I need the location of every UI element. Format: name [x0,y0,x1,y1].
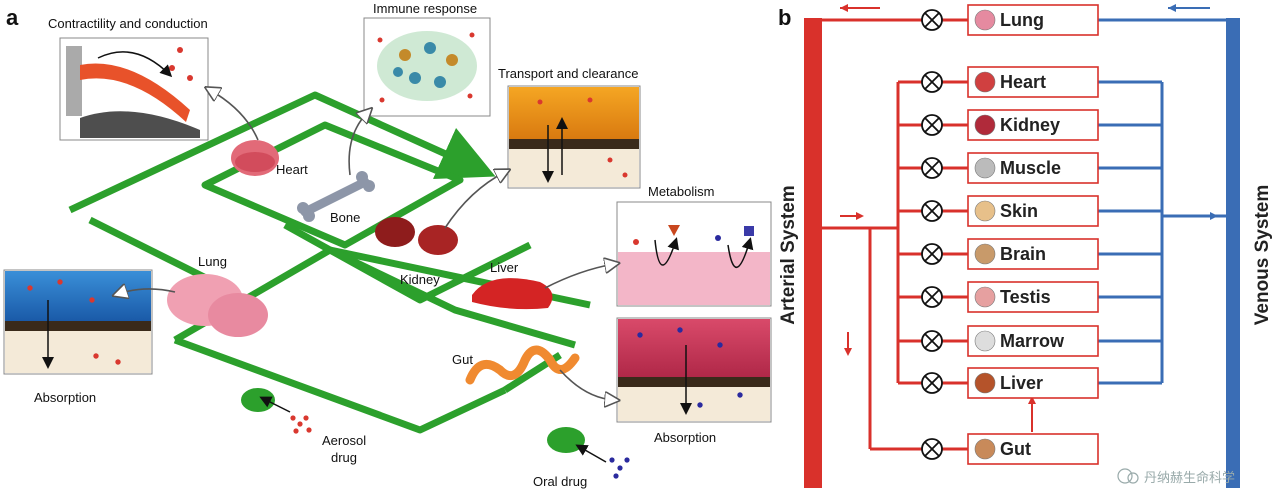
top-arrows [840,4,1210,12]
valve-icon [921,372,943,394]
arterial-trunk [804,18,822,488]
marrow-icon [974,330,996,352]
organ-label-skin: Skin [1000,201,1038,221]
organ-label-heart: Heart [1000,72,1046,92]
gut-organ [465,345,580,385]
immune-label: Immune response [373,1,477,16]
valve-icon [921,9,943,31]
organ-row-testis: Testis [898,281,1162,313]
liver-organ [472,278,553,310]
venous-right-arrow [1178,212,1218,220]
valve-icon [921,157,943,179]
absorption-left-label: Absorption [34,390,96,405]
watermark-text: 丹纳赫生命科学 [1144,470,1235,486]
valve-icon [921,243,943,265]
arterial-right-arrow [840,212,864,220]
absorption-left-inset [3,269,153,375]
contractility-label: Contractility and conduction [48,16,208,31]
panel-b-diagram [804,4,1240,488]
metabolism-label: Metabolism [648,184,714,199]
organ-label-marrow: Marrow [1000,331,1065,351]
gut-label: Gut [452,352,473,367]
heart-label: Heart [276,162,308,177]
organ-row-skin: Skin [898,195,1162,227]
organ-row-gut: Gut [921,433,1099,465]
heart-organ [231,140,279,176]
bone-organ [297,171,375,222]
absorption-right-label: Absorption [654,430,716,445]
valve-icon [921,200,943,222]
panel-b-letter: b [778,5,791,30]
organ-label-muscle: Muscle [1000,158,1061,178]
organ-label-liver: Liver [1000,373,1043,393]
liver-icon [974,372,996,394]
valve-icon [921,286,943,308]
contractility-inset [59,37,209,141]
transport-label: Transport and clearance [498,66,638,81]
watermark: 丹纳赫生命科学 [1117,468,1235,486]
brain-icon [974,243,996,265]
organ-rows: LungHeartKidneyMuscleSkinBrainTestisMarr… [898,4,1162,465]
organ-label-kidney: Kidney [1000,115,1060,135]
transport-inset [507,85,641,189]
venous-system-label: Venous System [1252,185,1273,325]
arterial-down-arrow [844,332,852,356]
bone-label: Bone [330,210,360,225]
immune-inset [363,17,491,117]
organ-label-testis: Testis [1000,287,1051,307]
lung-icon [974,9,996,31]
absorption-right-inset [616,317,772,423]
kidney-icon [974,114,996,136]
organ-row-brain: Brain [898,238,1162,270]
organ-row-lung: Lung [921,4,1099,36]
metabolism-inset [616,201,772,307]
organ-label-lung: Lung [1000,10,1044,30]
valve-icon [921,330,943,352]
organ-label-brain: Brain [1000,244,1046,264]
liver-label: Liver [490,260,519,275]
heart-icon [974,71,996,93]
aerosol-label-line1: Aerosol [322,433,366,448]
organ-row-muscle: Muscle [898,152,1162,184]
aerosol-label-line2: drug [331,450,357,465]
venous-trunk [1226,18,1240,488]
kidney-label: Kidney [400,272,440,287]
valve-icon [921,438,943,460]
inset-connectors [118,90,614,400]
panel-a-letter: a [6,5,19,30]
organ-box [967,433,1099,465]
muscle-icon [974,157,996,179]
organ-row-marrow: Marrow [898,325,1162,357]
testis-icon [974,286,996,308]
lung-organ [167,274,268,337]
arterial-system-label: Arterial System [778,185,799,324]
organ-row-liver: Liver [898,367,1162,399]
skin-icon [974,200,996,222]
oral-drug-label: Oral drug [533,474,587,489]
gut-icon [974,438,996,460]
organ-row-kidney: Kidney [898,109,1162,141]
valve-icon [921,71,943,93]
organ-row-heart: Heart [898,66,1162,98]
organ-label-gut: Gut [1000,439,1031,459]
lung-label: Lung [198,254,227,269]
aerosol-inlet [241,388,312,434]
oral-inlet [547,427,630,479]
kidney-organ [375,217,458,255]
valve-icon [921,114,943,136]
